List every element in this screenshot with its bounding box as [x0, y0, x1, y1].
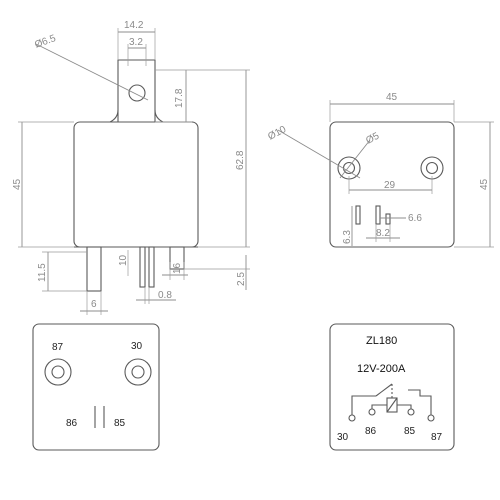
- dim-pin-thick: 0.8: [158, 290, 172, 301]
- label-85: 85: [114, 418, 126, 429]
- dim-pin-base: 2.5: [236, 272, 247, 286]
- pin-mid-a: [139, 246, 146, 288]
- dim-pin-height: 11.5: [37, 263, 48, 282]
- label-87: 87: [52, 342, 64, 353]
- dim-outer-dia: Ø10: [266, 124, 288, 143]
- dim-total-height: 62.8: [235, 150, 246, 170]
- wire-87: [408, 389, 432, 415]
- pinout-body: [32, 323, 160, 451]
- schem-label-30: 30: [337, 432, 349, 443]
- dim-hole-spacing: 29: [384, 180, 396, 191]
- terminal-87-inner: [51, 365, 65, 379]
- dim-top-height: 45: [479, 178, 490, 190]
- top-view: Ø10 Ø5 45 45 29 6.6 8.2 6.3: [266, 92, 494, 248]
- switch-contact: [375, 383, 393, 397]
- terminal-30-outer: [124, 358, 152, 386]
- inner-hole-right: [425, 161, 439, 175]
- wire-85: [397, 404, 412, 409]
- node-87: [427, 414, 435, 422]
- dim-slot-height: 6.3: [342, 230, 353, 244]
- pin-right: [169, 246, 185, 270]
- node-30: [348, 414, 356, 422]
- label-30: 30: [131, 341, 143, 352]
- node-86: [368, 408, 376, 416]
- dim-pin-gap: 10: [118, 254, 129, 266]
- model-label: ZL180: [366, 335, 397, 347]
- tab-hole: [128, 84, 146, 102]
- dim-pin-width: 16: [172, 262, 183, 274]
- wire-86: [371, 404, 387, 409]
- schematic-body: [329, 323, 455, 451]
- terminal-87-outer: [44, 358, 72, 386]
- dim-pin-spacing: 6: [91, 299, 97, 310]
- slot-pin-a: [355, 205, 361, 225]
- dim-hole-dia: Ø6.5: [33, 33, 58, 51]
- side-view: 14.2 3.2 Ø6.5 17.8 62.8 45 11.5 10: [12, 20, 250, 315]
- dim-width-top: 14.2: [124, 20, 144, 31]
- pin-mid-b: [148, 246, 155, 288]
- dim-slot-offset: 8.2: [376, 228, 390, 239]
- slot-pin-c: [385, 213, 391, 225]
- dim-tab-width: 3.2: [129, 37, 143, 48]
- schem-label-87: 87: [431, 432, 443, 443]
- top-body: [329, 121, 455, 248]
- label-86: 86: [66, 418, 78, 429]
- dim-tab-height: 17.8: [174, 88, 185, 108]
- outer-hole-right: [420, 156, 444, 180]
- mounting-tab: [117, 59, 156, 122]
- slot-pin-b: [375, 205, 381, 225]
- schem-label-86: 86: [365, 426, 377, 437]
- pinout-view: 87 30 86 85: [32, 323, 160, 451]
- dim-body-height: 45: [12, 178, 23, 190]
- schem-label-85: 85: [404, 426, 416, 437]
- rating-label: 12V-200A: [357, 363, 406, 375]
- wire-30: [351, 395, 376, 415]
- terminal-30-inner: [131, 365, 145, 379]
- dim-slot-width: 6.6: [408, 213, 422, 224]
- node-85: [407, 408, 415, 416]
- pin-left: [86, 246, 102, 292]
- dim-top-width: 45: [386, 92, 398, 103]
- relay-body: [73, 121, 199, 248]
- schematic-view: ZL180 12V-200A 30 86 85 87: [329, 323, 455, 451]
- hole-leader: [35, 43, 149, 101]
